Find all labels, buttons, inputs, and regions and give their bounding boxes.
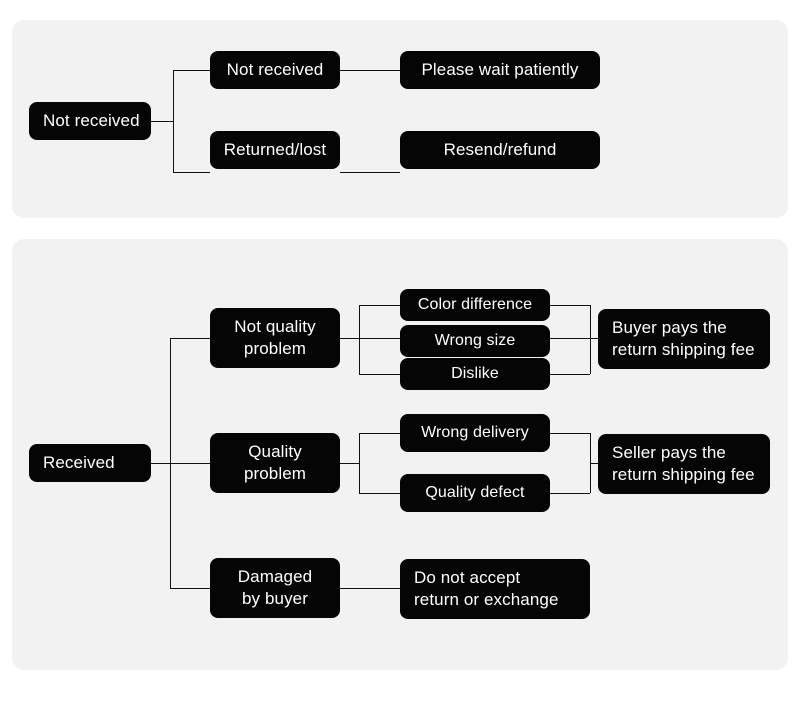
- connector-b1-merge-arm-3: [550, 374, 590, 375]
- connector-b1-merge-arm-2: [550, 338, 590, 339]
- node-outcome-please-wait[interactable]: Please wait patiently: [400, 51, 600, 89]
- connector-received-arm-3: [170, 588, 210, 589]
- node-received-root[interactable]: Received: [29, 444, 151, 482]
- node-branch-not-received[interactable]: Not received: [210, 51, 340, 89]
- connector-outcome-link-1: [340, 70, 400, 71]
- connector-b3-outcome-link: [340, 588, 400, 589]
- connector-b2-reason-arm-2: [359, 493, 400, 494]
- connector-b2-stub: [340, 463, 359, 464]
- connector-received-arm-1: [170, 338, 210, 339]
- node-not-received-root[interactable]: Not received: [29, 102, 151, 140]
- connector-branch-arm-1: [173, 70, 210, 71]
- connector-b2-outcome-stub: [590, 463, 600, 464]
- connector-b1-reason-arm-3: [359, 374, 400, 375]
- node-branch-quality-problem[interactable]: Quality problem: [210, 433, 340, 493]
- connector-b1-stub: [340, 338, 359, 339]
- connector-b2-merge-arm-2: [550, 493, 590, 494]
- node-reason-dislike[interactable]: Dislike: [400, 358, 550, 390]
- connector-b1-merge-arm-1: [550, 305, 590, 306]
- node-outcome-seller-pays[interactable]: Seller pays the return shipping fee: [598, 434, 770, 494]
- connector-received-arm-2: [170, 463, 210, 464]
- connector-outcome-link-2: [340, 172, 400, 173]
- connector-b2-spine: [359, 433, 360, 493]
- connector-b2-merge-arm-1: [550, 433, 590, 434]
- node-reason-wrong-size[interactable]: Wrong size: [400, 325, 550, 357]
- connector-received-root-stub: [151, 463, 170, 464]
- connector-b2-reason-arm-1: [359, 433, 400, 434]
- node-reason-wrong-delivery[interactable]: Wrong delivery: [400, 414, 550, 452]
- connector-root-spine: [173, 70, 174, 172]
- connector-b1-outcome-stub: [590, 338, 600, 339]
- node-reason-color-difference[interactable]: Color difference: [400, 289, 550, 321]
- connector-root-stub: [151, 121, 173, 122]
- node-branch-not-quality-problem[interactable]: Not quality problem: [210, 308, 340, 368]
- node-outcome-resend-refund[interactable]: Resend/refund: [400, 131, 600, 169]
- connector-branch-arm-2: [173, 172, 210, 173]
- node-reason-quality-defect[interactable]: Quality defect: [400, 474, 550, 512]
- panel-received: Received Not quality problem Color diffe…: [12, 239, 788, 670]
- node-outcome-buyer-pays[interactable]: Buyer pays the return shipping fee: [598, 309, 770, 369]
- connector-b1-reason-arm-2: [359, 338, 400, 339]
- node-branch-returned-lost[interactable]: Returned/lost: [210, 131, 340, 169]
- node-outcome-do-not-accept[interactable]: Do not accept return or exchange: [400, 559, 590, 619]
- connector-b1-merge-spine: [590, 305, 591, 374]
- connector-b1-reason-arm-1: [359, 305, 400, 306]
- node-branch-damaged-by-buyer[interactable]: Damaged by buyer: [210, 558, 340, 618]
- panel-not-received: Not received Not received Returned/lost …: [12, 20, 788, 218]
- connector-b1-spine: [359, 305, 360, 374]
